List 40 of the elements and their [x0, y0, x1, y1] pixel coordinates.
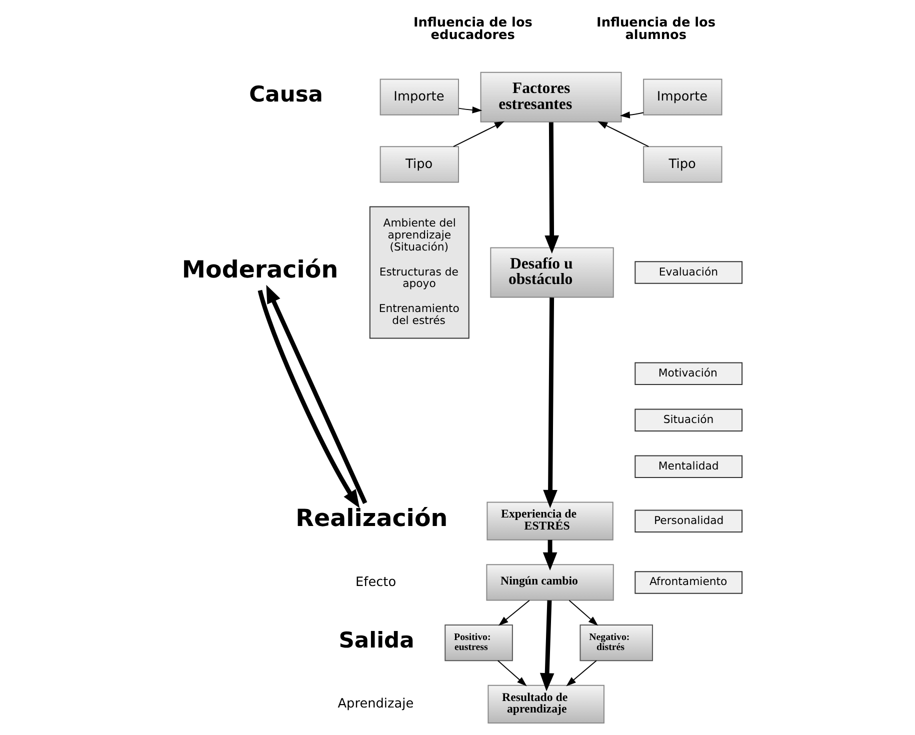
label: Salida [338, 628, 414, 654]
label: Aprendizaje [337, 696, 414, 712]
node-box: Desafío u obstáculo [490, 247, 614, 298]
arrow [597, 121, 649, 148]
node-box: Negativo: distrés [579, 624, 652, 662]
arrow [566, 660, 596, 686]
arrow [542, 540, 557, 571]
label: Causa [248, 82, 322, 108]
label: Influencia de los alumnos [596, 15, 716, 44]
arrow [542, 298, 557, 508]
label: Efecto [355, 574, 396, 590]
node-box: Personalidad [634, 510, 742, 532]
node-box: Motivación [634, 362, 742, 386]
arrow [496, 660, 526, 686]
node-box: Experiencia de ESTRÉS [486, 502, 613, 540]
node-text: Moderación [181, 256, 338, 284]
arrow [544, 122, 558, 254]
node-box: Tipo [379, 146, 458, 183]
arrow [458, 106, 482, 114]
node-text: Realización [295, 504, 448, 532]
arrow [452, 121, 504, 148]
arrow [266, 284, 367, 504]
arrow [619, 112, 644, 118]
node-box: Evaluación [634, 261, 742, 284]
label: Influencia de los educadores [412, 15, 532, 44]
node-box: Afrontamiento [634, 571, 742, 594]
node-box: Positivo: eustress [444, 624, 512, 662]
arrow [539, 600, 554, 692]
node-box: Importe [642, 78, 722, 116]
node-box: Mentalidad [634, 455, 742, 478]
node-box: Tipo [642, 146, 722, 183]
arrow [257, 290, 360, 508]
arrow [498, 600, 530, 626]
node-box: Ningún cambio [486, 564, 614, 601]
node-box: Importe [379, 78, 458, 116]
node-box: Resultado de aprendizaje [487, 684, 604, 724]
node-box: Ambiente del aprendizaje (Situación) Estructuras de apoyo Entrenamiento del estrés [368, 206, 469, 339]
node-box: Situación [634, 408, 742, 432]
arrow [568, 600, 598, 626]
node-box: Factores estresantes [480, 72, 622, 122]
